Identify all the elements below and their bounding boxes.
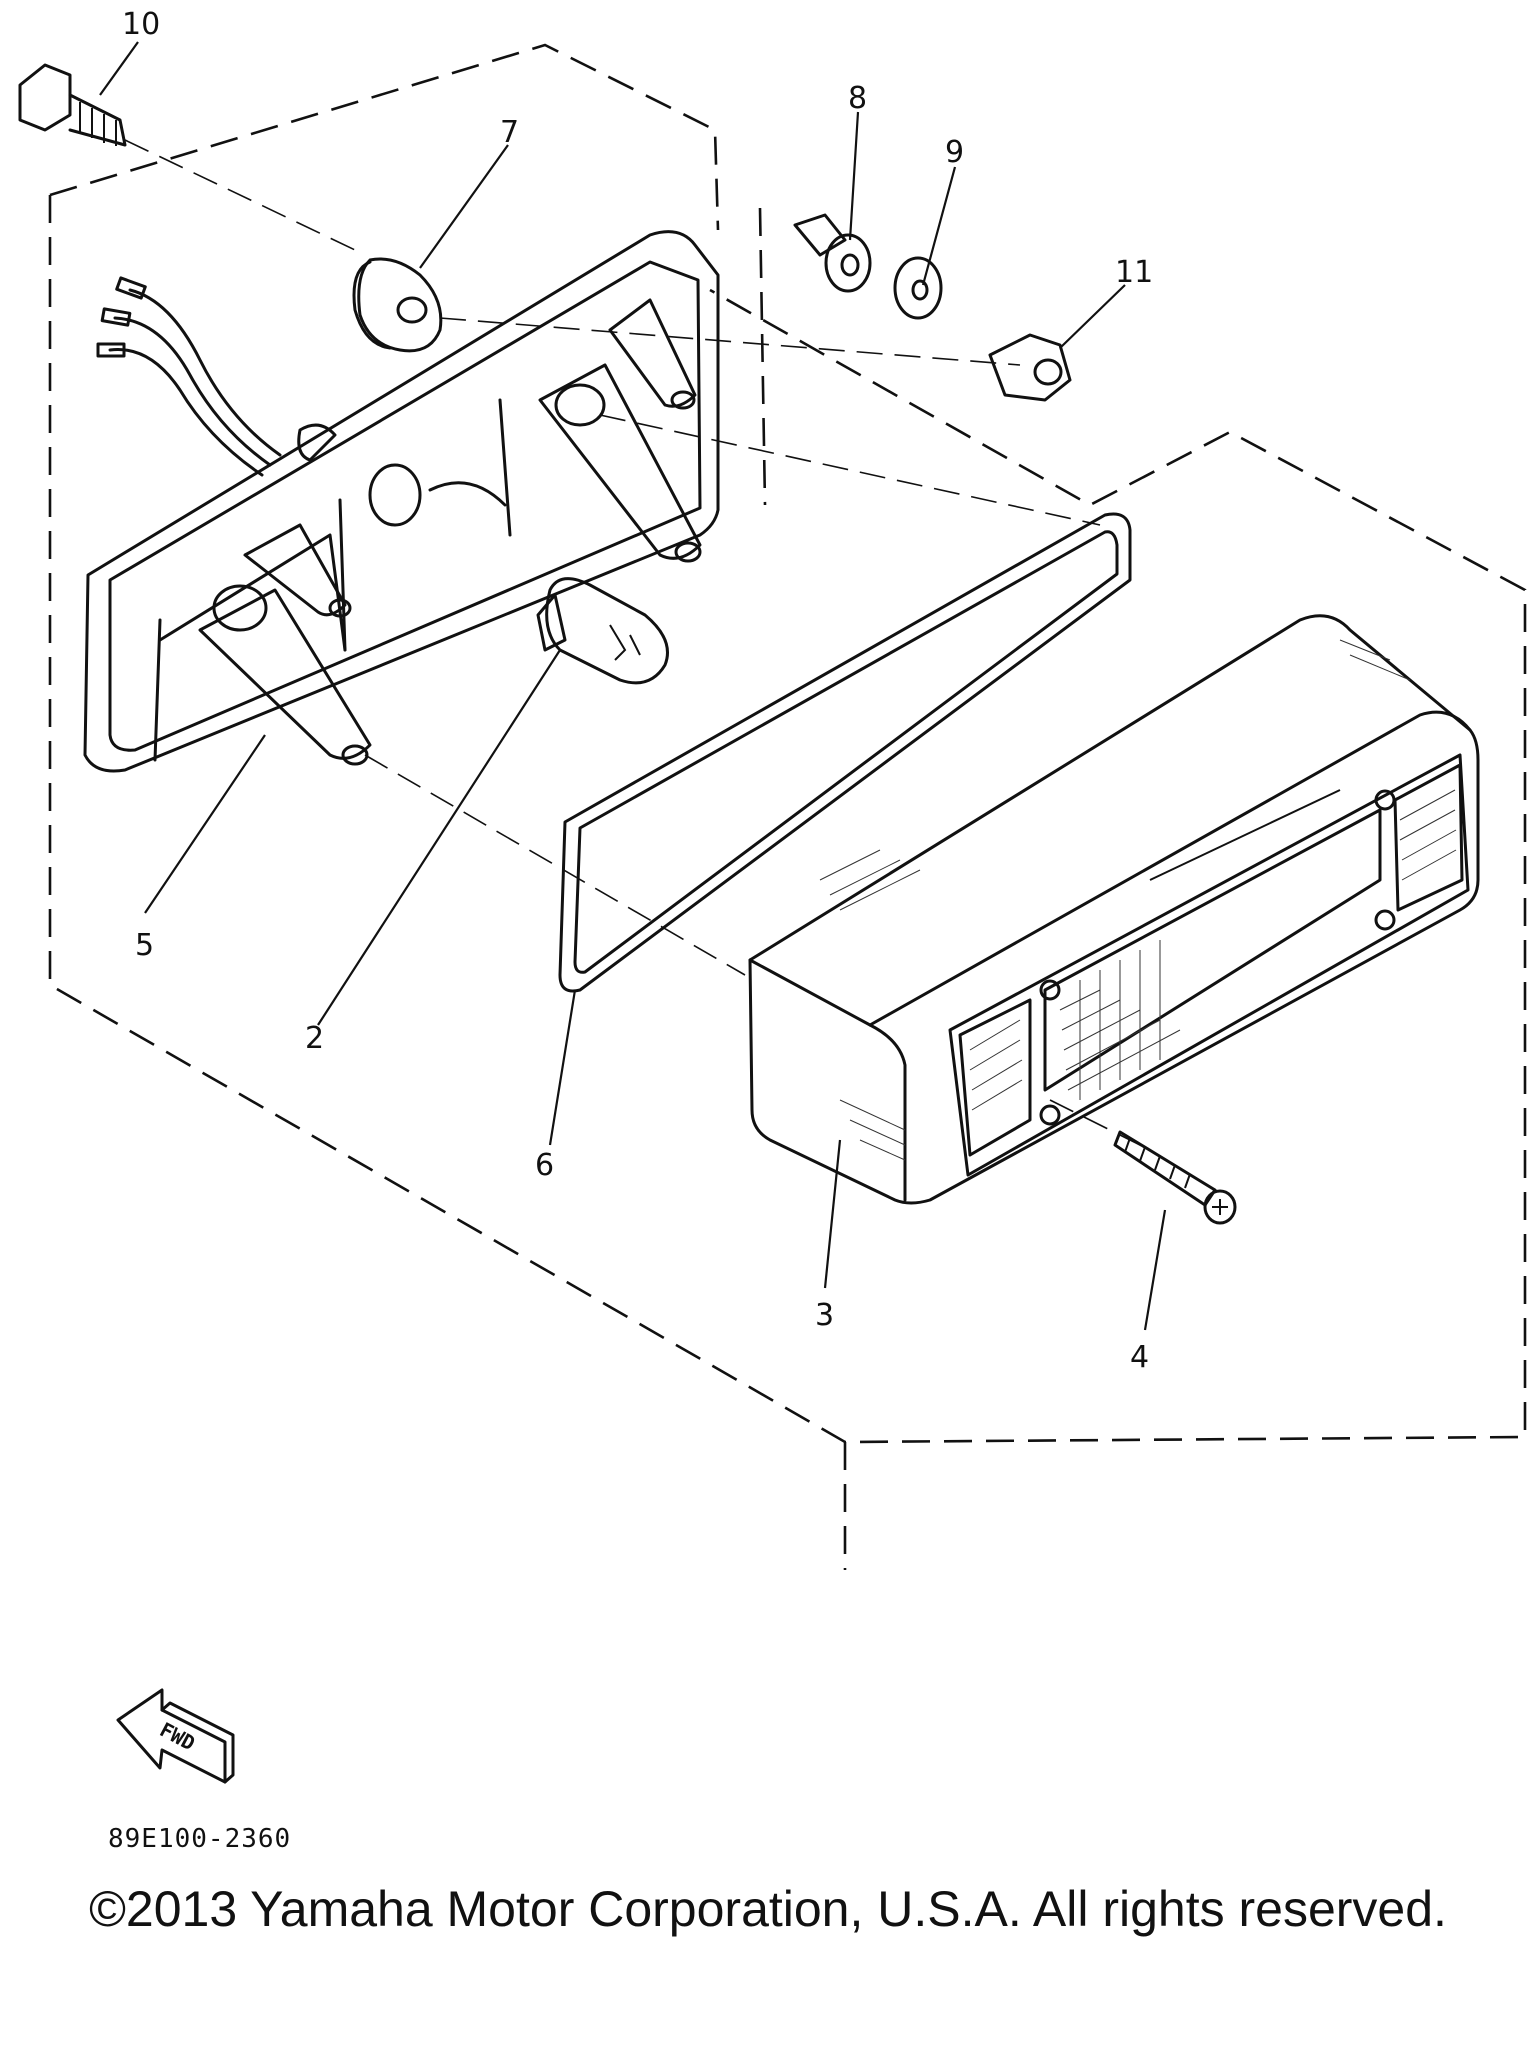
callout-3: 3	[815, 1298, 834, 1333]
callout-7: 7	[500, 115, 519, 150]
gasket-6	[558, 512, 1132, 993]
flange-bolt-10	[18, 63, 127, 147]
callout-8: 8	[848, 81, 867, 116]
collar-8	[793, 213, 872, 293]
washer-9	[893, 256, 943, 320]
fwd-arrow-icon: FWD	[116, 1688, 235, 1784]
bulb-2	[536, 577, 669, 685]
leader-lines	[99, 41, 1167, 1331]
callout-10: 10	[122, 7, 160, 42]
callout-11: 11	[1115, 255, 1153, 290]
assembly-boundary	[48, 43, 1527, 1570]
callout-9: 9	[945, 135, 964, 170]
callout-4: 4	[1130, 1340, 1149, 1375]
grommet-7	[352, 257, 443, 353]
callout-labels: 10 7 8 9 11 5 2 6 3 4	[122, 7, 1153, 1375]
document-number: 89E100-2360	[108, 1824, 292, 1854]
copyright-notice: ©2013 Yamaha Motor Corporation, U.S.A. A…	[89, 1881, 1447, 1937]
tail-light-base-housing	[83, 230, 720, 773]
screw-4	[1113, 1130, 1237, 1225]
callout-2: 2	[305, 1021, 324, 1056]
tail-light-lens-3	[748, 614, 1480, 1205]
callout-6: 6	[535, 1148, 554, 1183]
nut-11	[988, 333, 1072, 402]
alignment-lines	[124, 139, 1151, 1151]
wire-harness	[96, 276, 337, 477]
callout-5: 5	[135, 928, 154, 963]
